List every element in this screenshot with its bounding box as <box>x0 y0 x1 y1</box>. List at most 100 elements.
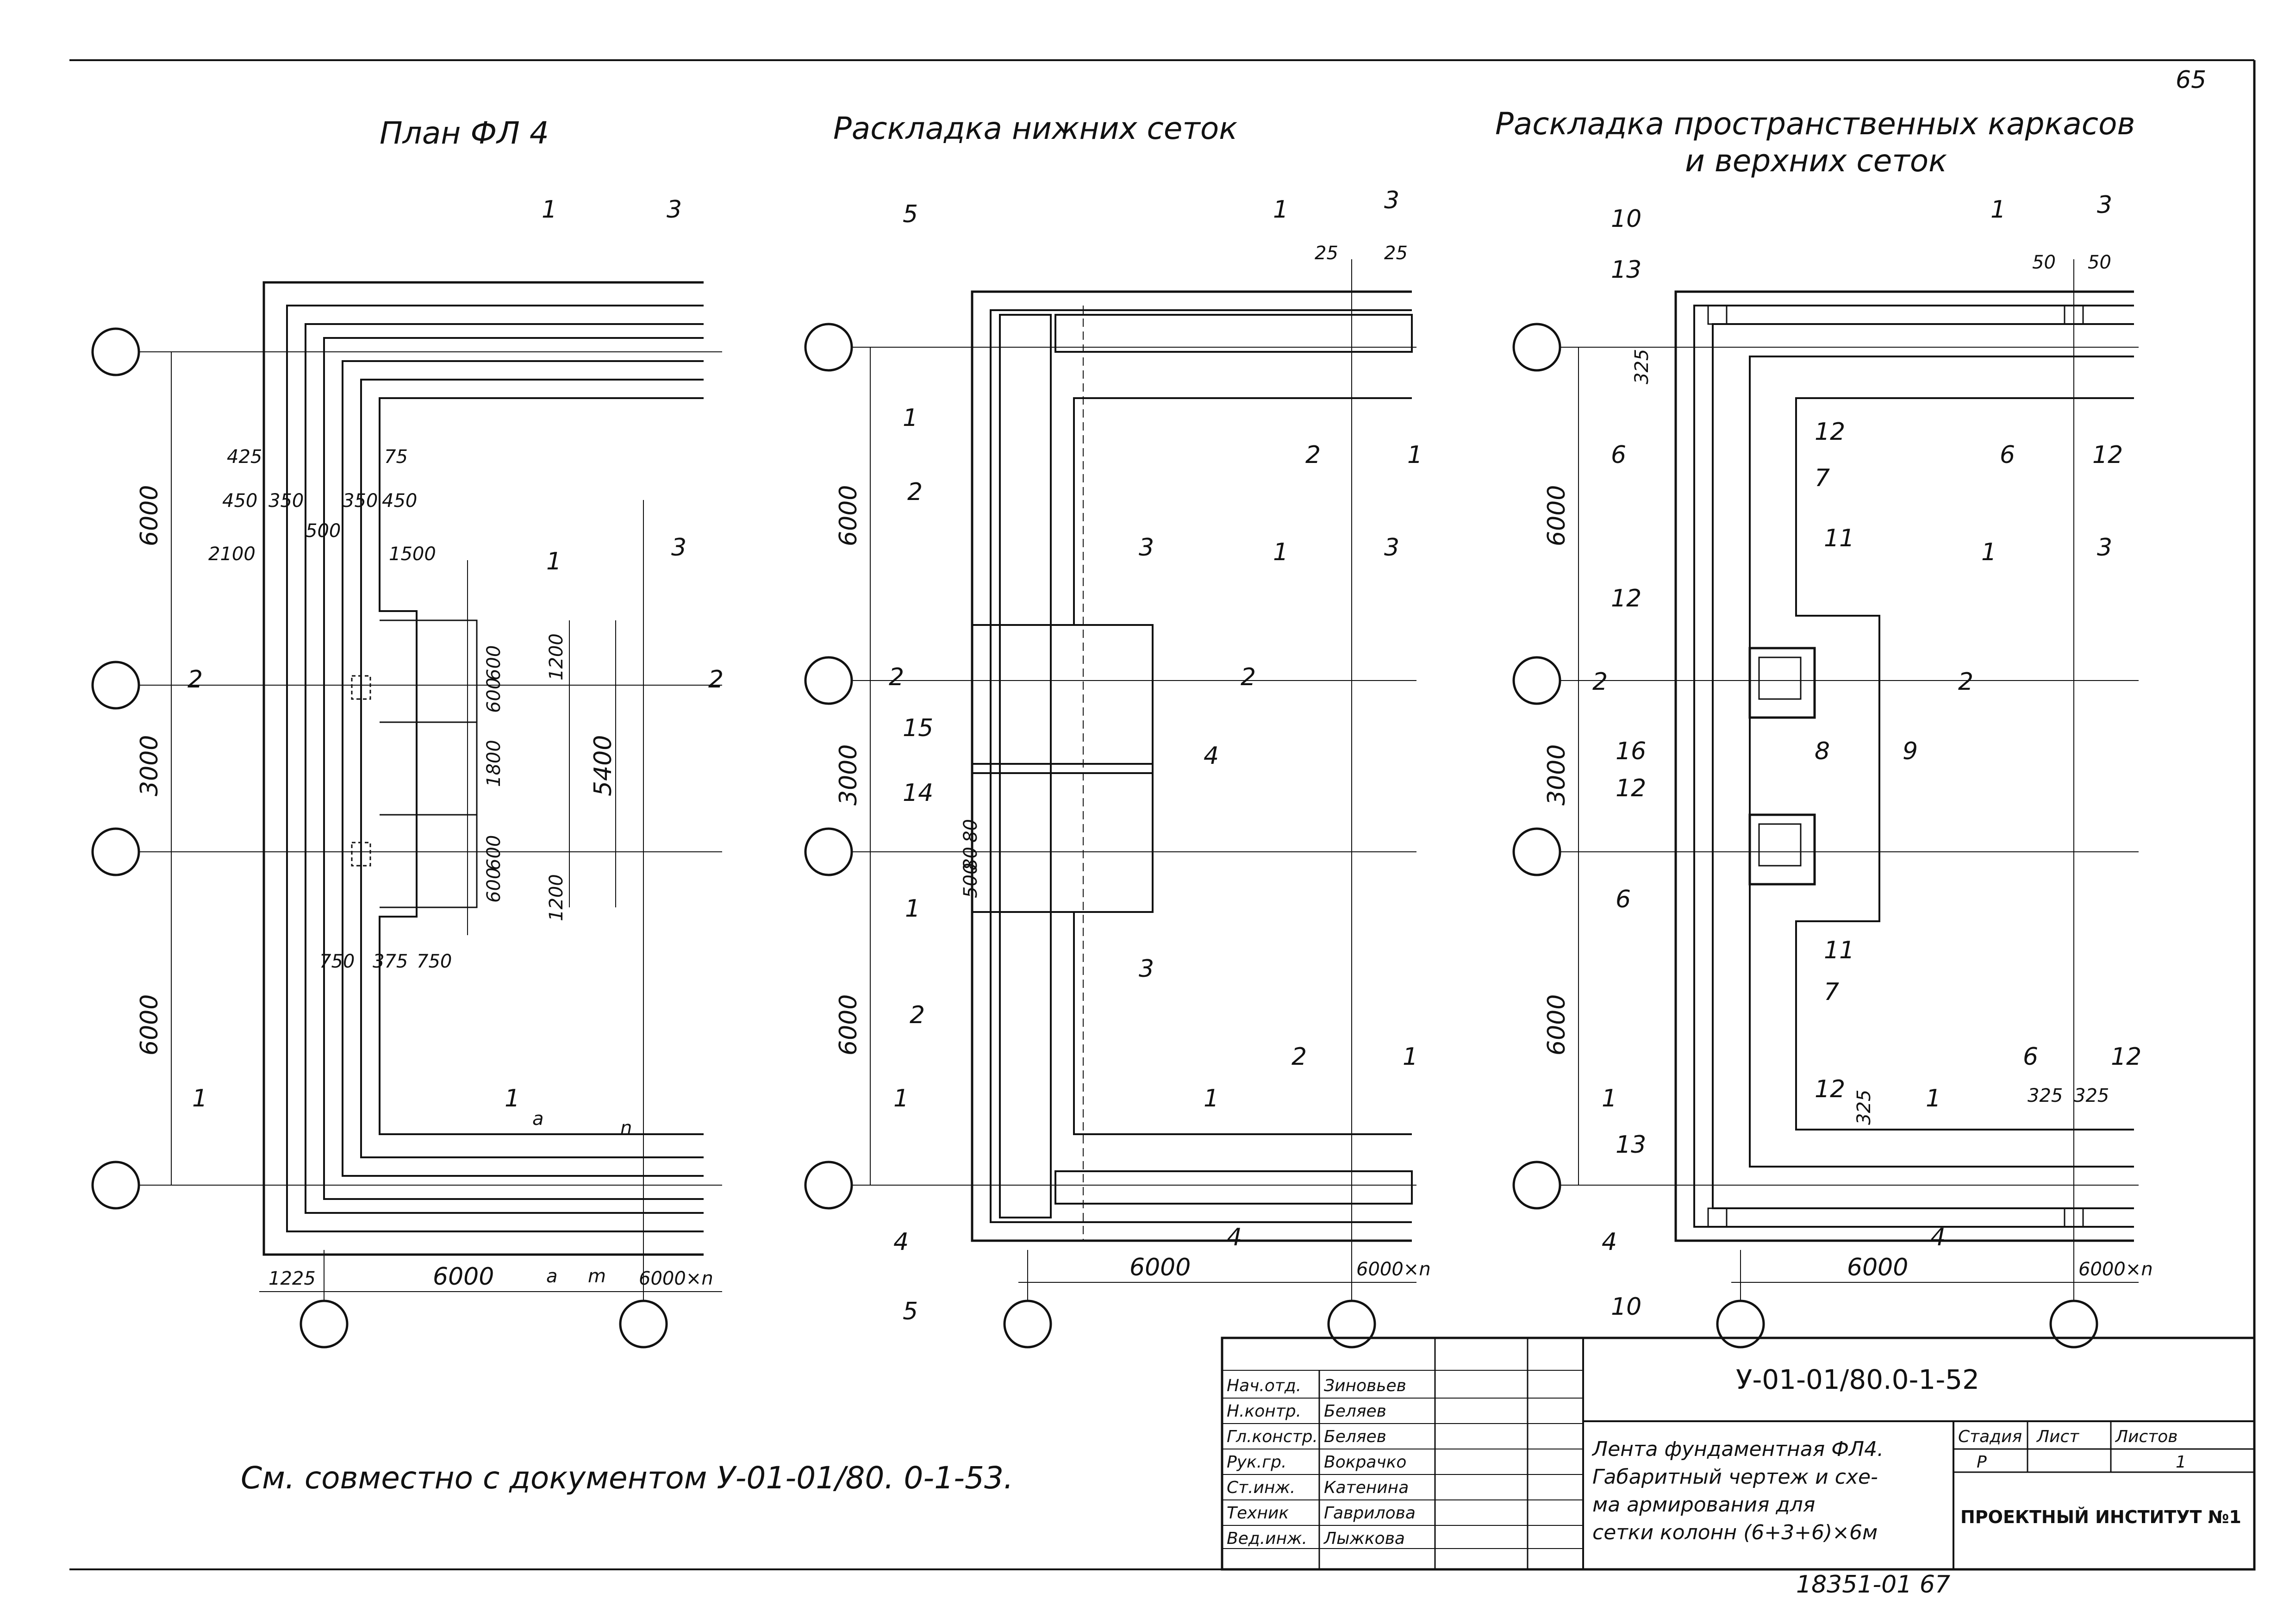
callout-number: 1 <box>903 404 918 432</box>
description-line: Габаритный чертеж и схе- <box>1592 1465 1878 1489</box>
column-frame-inner <box>1758 823 1802 867</box>
section-mark: 2 <box>187 666 203 693</box>
section-mark: 1 <box>542 196 557 224</box>
dim-detail: 1500 <box>389 543 436 565</box>
page-number: 65 <box>2176 66 2206 94</box>
dim-detail: 350 <box>343 490 378 512</box>
callout-number: 16 <box>1616 737 1646 765</box>
dim-small: n <box>620 1118 632 1139</box>
foundation-outline <box>262 281 704 1256</box>
role-name: Беляев <box>1324 1427 1386 1446</box>
section-mark: 1 <box>505 1085 520 1112</box>
callout-number: 6 <box>1616 886 1631 913</box>
dim-right: 600 <box>483 678 505 713</box>
role-label: Вед.инж. <box>1227 1529 1307 1548</box>
frame-marker <box>2064 305 2084 325</box>
dim-vertical: 6000 <box>136 485 163 546</box>
callout-number: 2 <box>1292 1043 1307 1071</box>
axis-bubble <box>804 656 853 705</box>
column-frame-inner <box>1758 656 1802 700</box>
dim-vertical: 6000 <box>1543 485 1571 546</box>
mesh-pad <box>971 772 1154 913</box>
section-mark: 2 <box>1958 668 1973 696</box>
role-rows: Нач.отд. Зиновьев Н.контр. Беляев Гл.кон… <box>1222 1370 1583 1549</box>
axis-bubble <box>1512 1161 1561 1210</box>
callout-number: 7 <box>1824 978 1839 1006</box>
callout-number: 1 <box>1403 1043 1418 1071</box>
role-label: Рук.гр. <box>1227 1453 1286 1472</box>
dim-right: 1200 <box>546 633 567 681</box>
frame-marker <box>1707 305 1728 325</box>
dim-vertical: 3000 <box>1543 744 1571 806</box>
callout-number: 13 <box>1611 256 1641 284</box>
dim-small: 25 <box>1384 243 1408 264</box>
dim-vertical: 6000 <box>136 994 163 1056</box>
role-name: Зиновьев <box>1324 1376 1406 1395</box>
section-mark: 1 <box>192 1085 207 1112</box>
callout-number: 9 <box>1903 737 1918 765</box>
axis-bubble <box>1512 827 1561 876</box>
axis-bubble <box>1512 656 1561 705</box>
section-mark: 1 <box>1990 196 2006 224</box>
mesh-strip <box>1054 1170 1413 1205</box>
dim-vertical: 6000 <box>835 485 862 546</box>
callout-number: 4 <box>1204 742 1219 770</box>
callout-number: 7 <box>1815 464 1830 492</box>
role-label: Нач.отд. <box>1227 1376 1301 1395</box>
callout-number: 6 <box>2000 441 2015 469</box>
dim-small: 80 <box>960 847 981 870</box>
title-block-frame <box>1221 1337 2256 1571</box>
callout-number: 11 <box>1824 525 1854 552</box>
role-label: Н.контр. <box>1227 1402 1301 1421</box>
callout-number: 8 <box>1815 737 1830 765</box>
axis-bubble <box>1003 1299 1052 1349</box>
callout-number: 3 <box>1139 955 1154 983</box>
callout-number: 2 <box>1305 441 1321 469</box>
axis-bubble <box>2049 1299 2098 1349</box>
axis-bubble <box>91 327 140 376</box>
dim-right: 5400 <box>589 735 617 796</box>
dim-right: 600 <box>483 835 505 870</box>
dim-horizontal: 6000 <box>433 1263 494 1291</box>
dim-detail: 75 <box>384 446 408 468</box>
dim-horizontal: 6000×n <box>639 1268 713 1289</box>
section-mark: 1 <box>1981 538 1997 566</box>
role-label: Техник <box>1227 1504 1289 1523</box>
dim-small: 25 <box>1315 243 1338 264</box>
section-mark: 1 <box>1926 1085 1941 1112</box>
role-label: Гл.констр. <box>1227 1427 1318 1446</box>
mesh-strip <box>999 314 1052 1218</box>
description-line: сетки колонн (6+3+6)×6м <box>1592 1521 1878 1544</box>
archive-number: 18351-01 67 <box>1796 1571 1950 1599</box>
mesh-strip <box>1054 314 1413 353</box>
callout-number: 12 <box>1815 1075 1845 1103</box>
callout-number: 6 <box>1611 441 1626 469</box>
callout-number: 12 <box>2111 1043 2141 1071</box>
foundation-outline <box>1749 356 2134 1168</box>
foundation-outline <box>1674 290 2134 1242</box>
dim-detail: 750 <box>319 951 355 972</box>
document-code: У-01-01/80.0-1-52 <box>1736 1364 1979 1395</box>
section-mark: 4 <box>1930 1224 1946 1251</box>
section-mark: 2 <box>708 666 724 693</box>
dim-horizontal: 6000×n <box>2078 1259 2153 1280</box>
frame-marker <box>2064 1207 2084 1228</box>
role-name: Катенина <box>1324 1478 1409 1497</box>
foundation-outline <box>323 337 704 1200</box>
dim-detail: 450 <box>222 490 257 512</box>
dim-small: 325 <box>1853 1090 1875 1125</box>
axis-bubble <box>91 1161 140 1210</box>
foundation-outline <box>360 379 704 1158</box>
column-pad <box>380 619 478 908</box>
foundation-outline <box>990 309 1412 1223</box>
section-mark: 1 <box>1273 538 1288 566</box>
foundation-outline <box>971 290 1412 1242</box>
axis-bubble <box>804 1161 853 1210</box>
section-mark: 3 <box>2097 191 2112 219</box>
dim-small: a <box>532 1108 544 1130</box>
column-frame <box>1748 813 1816 886</box>
callout-number: 15 <box>903 714 933 742</box>
section-mark: 3 <box>1384 187 1399 214</box>
dim-right: 600 <box>483 645 505 681</box>
section-mark: 2 <box>889 663 904 691</box>
